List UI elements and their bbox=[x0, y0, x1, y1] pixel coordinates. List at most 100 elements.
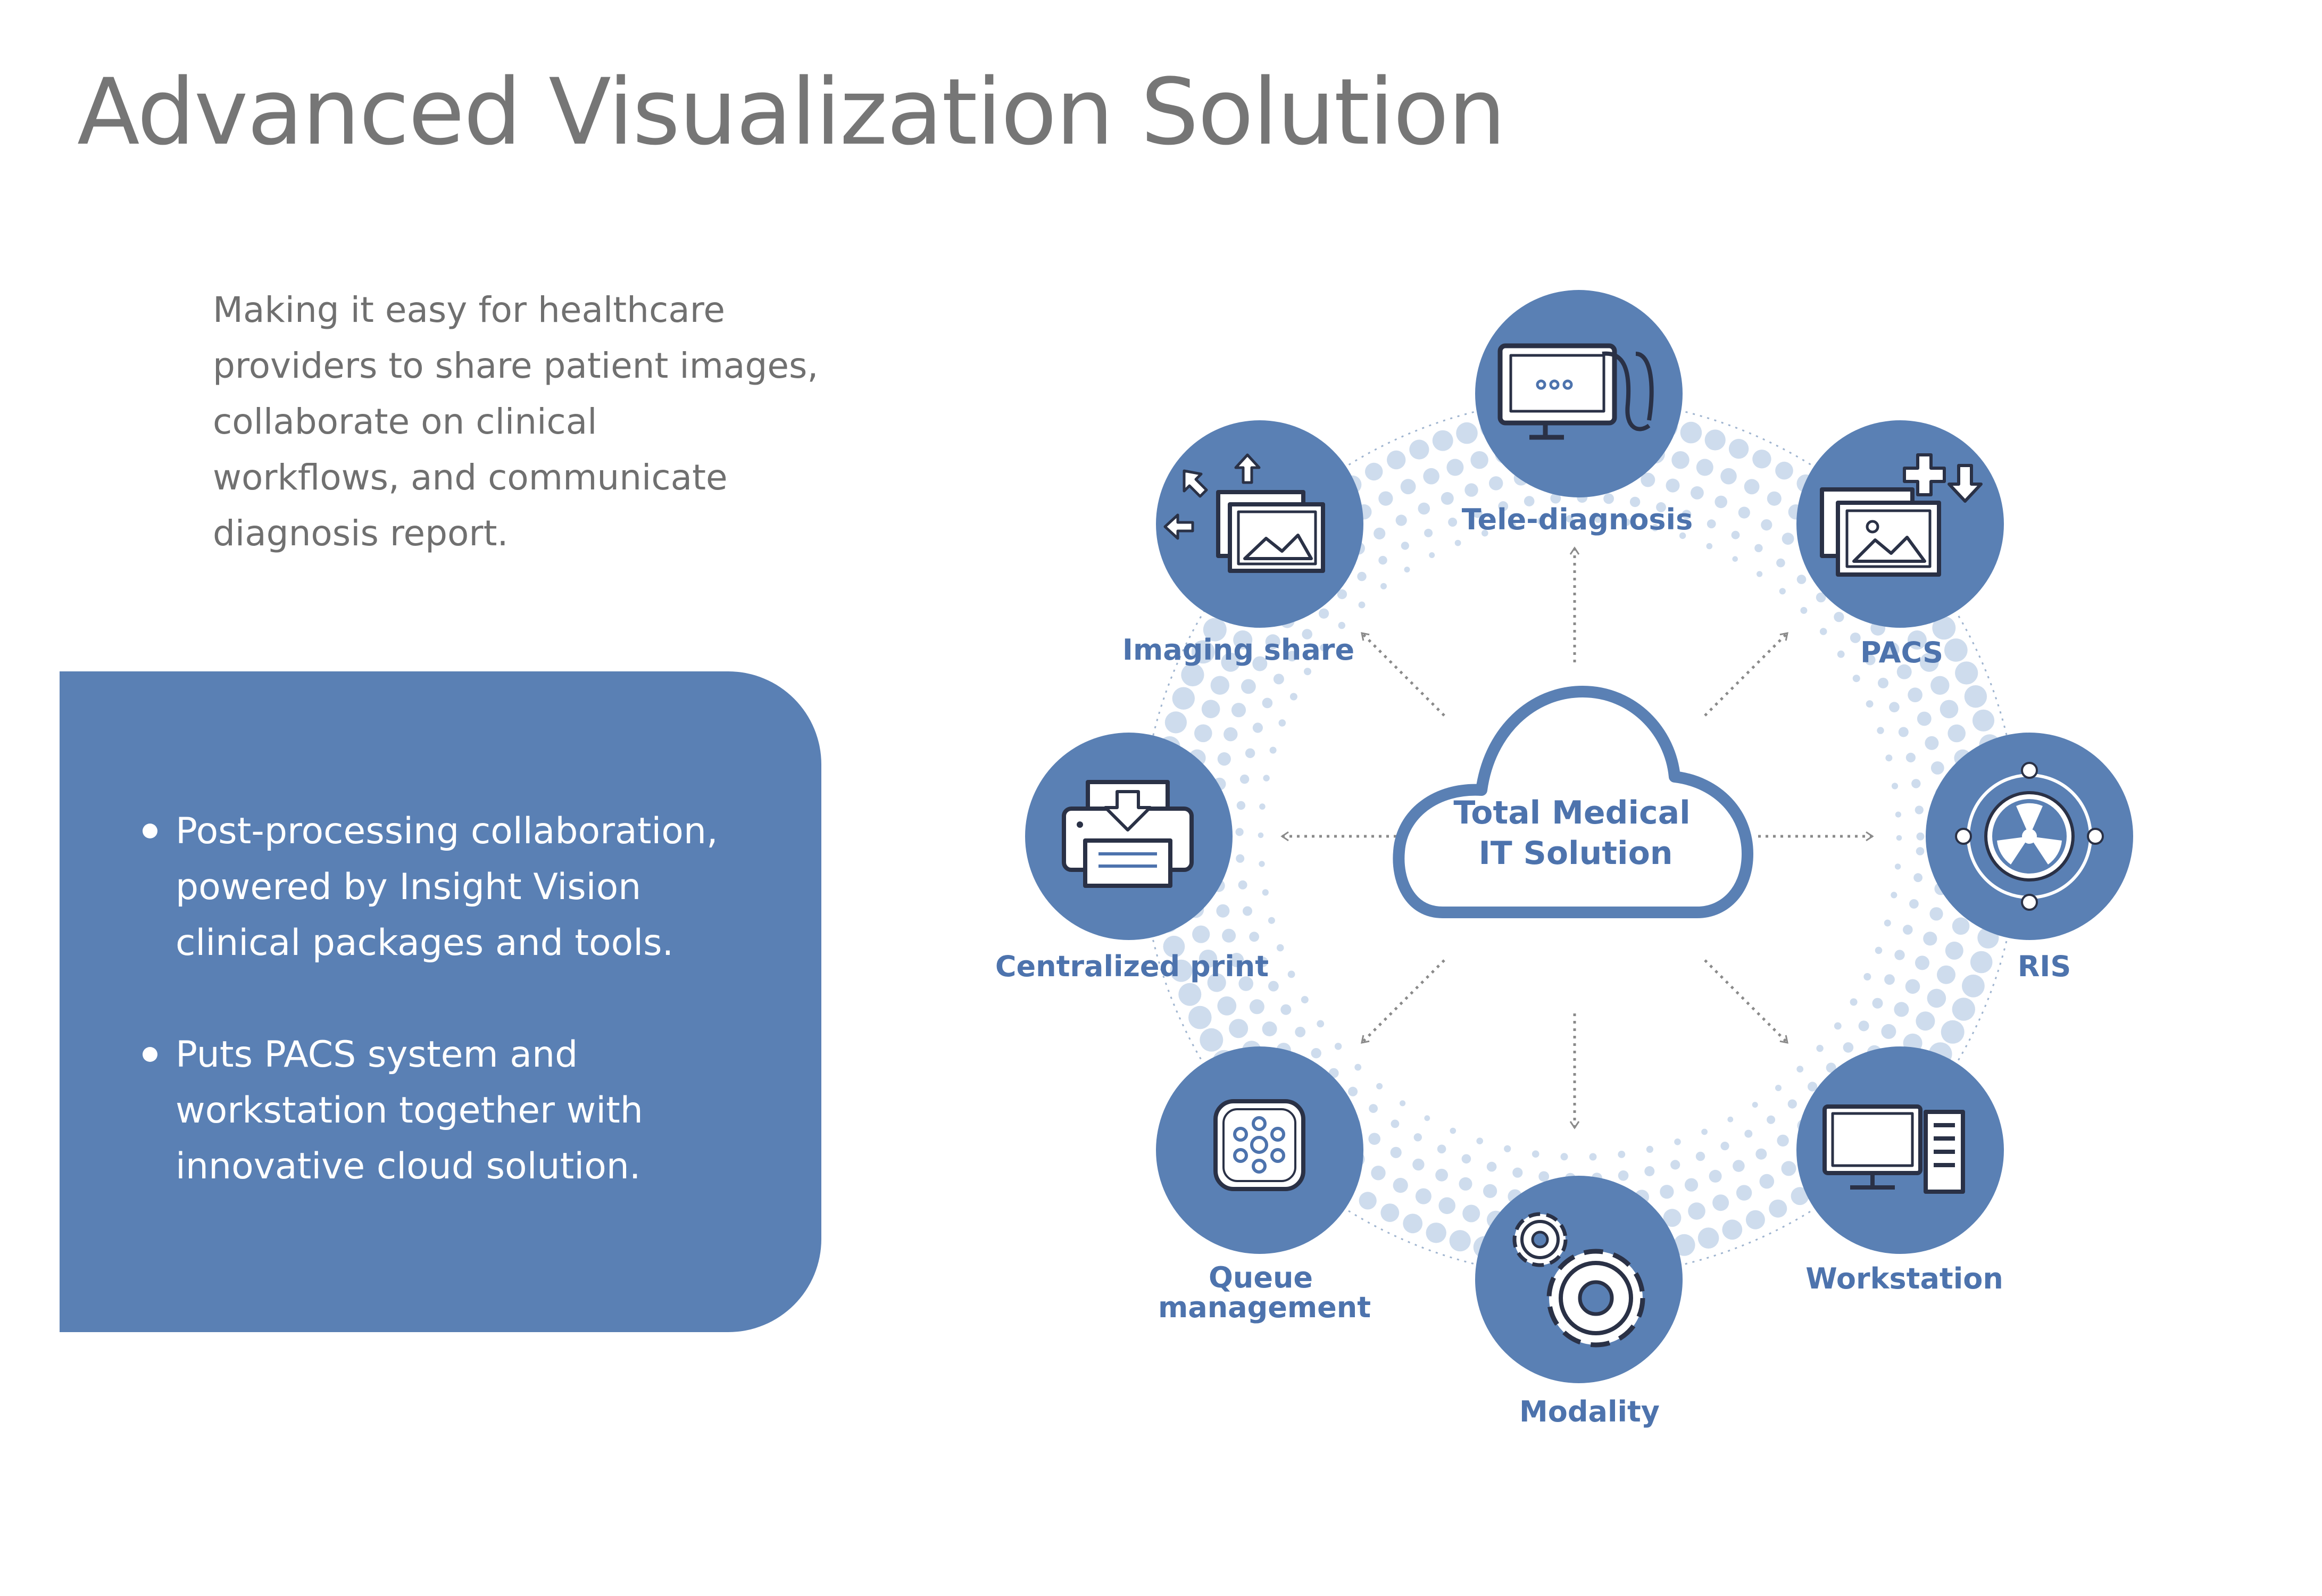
ring-dot bbox=[1276, 944, 1284, 952]
ring-dot bbox=[1368, 1133, 1380, 1145]
radiation-dial-icon bbox=[1955, 762, 2104, 911]
ring-dot bbox=[1894, 1002, 1909, 1017]
ring-dot bbox=[1450, 1127, 1457, 1134]
ring-dot bbox=[1163, 935, 1185, 958]
ring-dot bbox=[1295, 1026, 1306, 1037]
ring-dot bbox=[1865, 654, 1876, 666]
node-label: RIS bbox=[2018, 950, 2071, 983]
ring-dot bbox=[1438, 1197, 1455, 1215]
ring-dot bbox=[1378, 555, 1387, 565]
ring-dot bbox=[1885, 754, 1893, 762]
ring-dot bbox=[1532, 1150, 1539, 1158]
ring-dot bbox=[1446, 459, 1464, 476]
ring-dot bbox=[1850, 998, 1858, 1006]
ring-dot bbox=[1872, 998, 1883, 1009]
ring-dot bbox=[1423, 468, 1439, 485]
ring-dot bbox=[1907, 630, 1927, 650]
ring-dot bbox=[1278, 719, 1286, 727]
computer-workstation-icon bbox=[1822, 1104, 1965, 1194]
node-label: Queue bbox=[1209, 1261, 1313, 1294]
ring-dot bbox=[1850, 633, 1861, 643]
ring-dot bbox=[1512, 1167, 1523, 1178]
ring-dot bbox=[1304, 668, 1311, 676]
ring-dot bbox=[1268, 980, 1279, 992]
ring-dot bbox=[1646, 1145, 1653, 1153]
ring-dot bbox=[1670, 1160, 1680, 1170]
ring-dot bbox=[1380, 583, 1387, 589]
ring-dot bbox=[1537, 517, 1545, 525]
ring-dot bbox=[1731, 530, 1740, 539]
ring-dot bbox=[1757, 571, 1763, 577]
ring-dot bbox=[1728, 438, 1749, 459]
ring-dot bbox=[1800, 606, 1808, 614]
ring-dot bbox=[1684, 1178, 1699, 1192]
ring-dot bbox=[1673, 1234, 1695, 1256]
ring-dot bbox=[1952, 917, 1970, 935]
ring-dot bbox=[1970, 951, 1993, 974]
ring-dot bbox=[1400, 479, 1416, 495]
ring-dot bbox=[1972, 709, 1995, 732]
ring-dot bbox=[1843, 1042, 1854, 1053]
ring-dot bbox=[1437, 1144, 1446, 1154]
ring-dot bbox=[1916, 847, 1925, 855]
ring-dot bbox=[1930, 676, 1950, 695]
ring-dot bbox=[1656, 502, 1666, 512]
ring-dot bbox=[1791, 1187, 1809, 1206]
intro-line: Making it easy for healthcare bbox=[213, 289, 725, 330]
ring-dot bbox=[1752, 450, 1771, 469]
ring-dot bbox=[1952, 998, 1975, 1021]
ring-dot bbox=[1955, 661, 1978, 685]
ring-dot bbox=[1424, 528, 1433, 537]
ring-dot bbox=[1796, 575, 1807, 584]
ring-dot bbox=[1911, 779, 1921, 788]
ring-dot bbox=[1680, 421, 1702, 444]
ring-dot bbox=[1550, 493, 1561, 504]
ring-dot bbox=[1826, 1062, 1836, 1073]
node-modality: Modality bbox=[1475, 1176, 1683, 1428]
bullet-line: clinical packages and tools. bbox=[176, 922, 674, 964]
ring-dot bbox=[1378, 491, 1393, 506]
center-title-line: IT Solution bbox=[1478, 835, 1672, 872]
ring-dot bbox=[1449, 1230, 1471, 1252]
ring-dot bbox=[1387, 450, 1406, 470]
ring-dot bbox=[1894, 950, 1905, 960]
flow-arrow bbox=[1704, 632, 1788, 717]
feature-bullet: Puts PACS system and workstation togethe… bbox=[143, 1027, 787, 1194]
ring-dot bbox=[1695, 1151, 1705, 1161]
ring-dot bbox=[1752, 1102, 1758, 1108]
ring-dot bbox=[1707, 519, 1716, 529]
ring-dot bbox=[1779, 588, 1786, 595]
ring-dot bbox=[1727, 1116, 1734, 1123]
ring-dot bbox=[1594, 516, 1602, 523]
ring-dot bbox=[1252, 656, 1268, 671]
ring-dot bbox=[1738, 506, 1750, 519]
ring-dot bbox=[1241, 679, 1256, 694]
ring-dot bbox=[1194, 724, 1212, 743]
ring-dot bbox=[1210, 676, 1229, 695]
ring-dot bbox=[1301, 996, 1309, 1004]
ring-dot bbox=[1787, 1099, 1797, 1109]
ring-dot bbox=[1905, 752, 1916, 763]
bullet-dot bbox=[143, 1047, 157, 1062]
ring-dot bbox=[1319, 608, 1329, 619]
ring-dot bbox=[1524, 496, 1535, 506]
flow-arrow bbox=[1361, 959, 1445, 1044]
ring-dot bbox=[1268, 917, 1275, 924]
ring-dot bbox=[1927, 988, 1946, 1008]
bullet-line: Puts PACS system and bbox=[176, 1034, 578, 1076]
ring-dot bbox=[1896, 835, 1902, 841]
ring-dot bbox=[1866, 700, 1874, 708]
ring-dot bbox=[1236, 854, 1245, 863]
ring-dot bbox=[1932, 616, 1956, 640]
ring-dot bbox=[1426, 1223, 1446, 1243]
node-centralized-print: Centralized print bbox=[995, 733, 1269, 983]
ring-dot bbox=[1618, 1170, 1629, 1181]
ring-dot bbox=[1249, 932, 1260, 942]
ring-dot bbox=[1923, 932, 1937, 946]
ring-dot bbox=[1538, 1171, 1550, 1182]
ring-dot bbox=[1395, 514, 1407, 526]
ring-dot bbox=[1701, 1128, 1708, 1135]
ring-dot bbox=[1660, 1185, 1674, 1199]
ring-dot bbox=[1358, 601, 1366, 609]
ring-dot bbox=[1863, 973, 1871, 980]
